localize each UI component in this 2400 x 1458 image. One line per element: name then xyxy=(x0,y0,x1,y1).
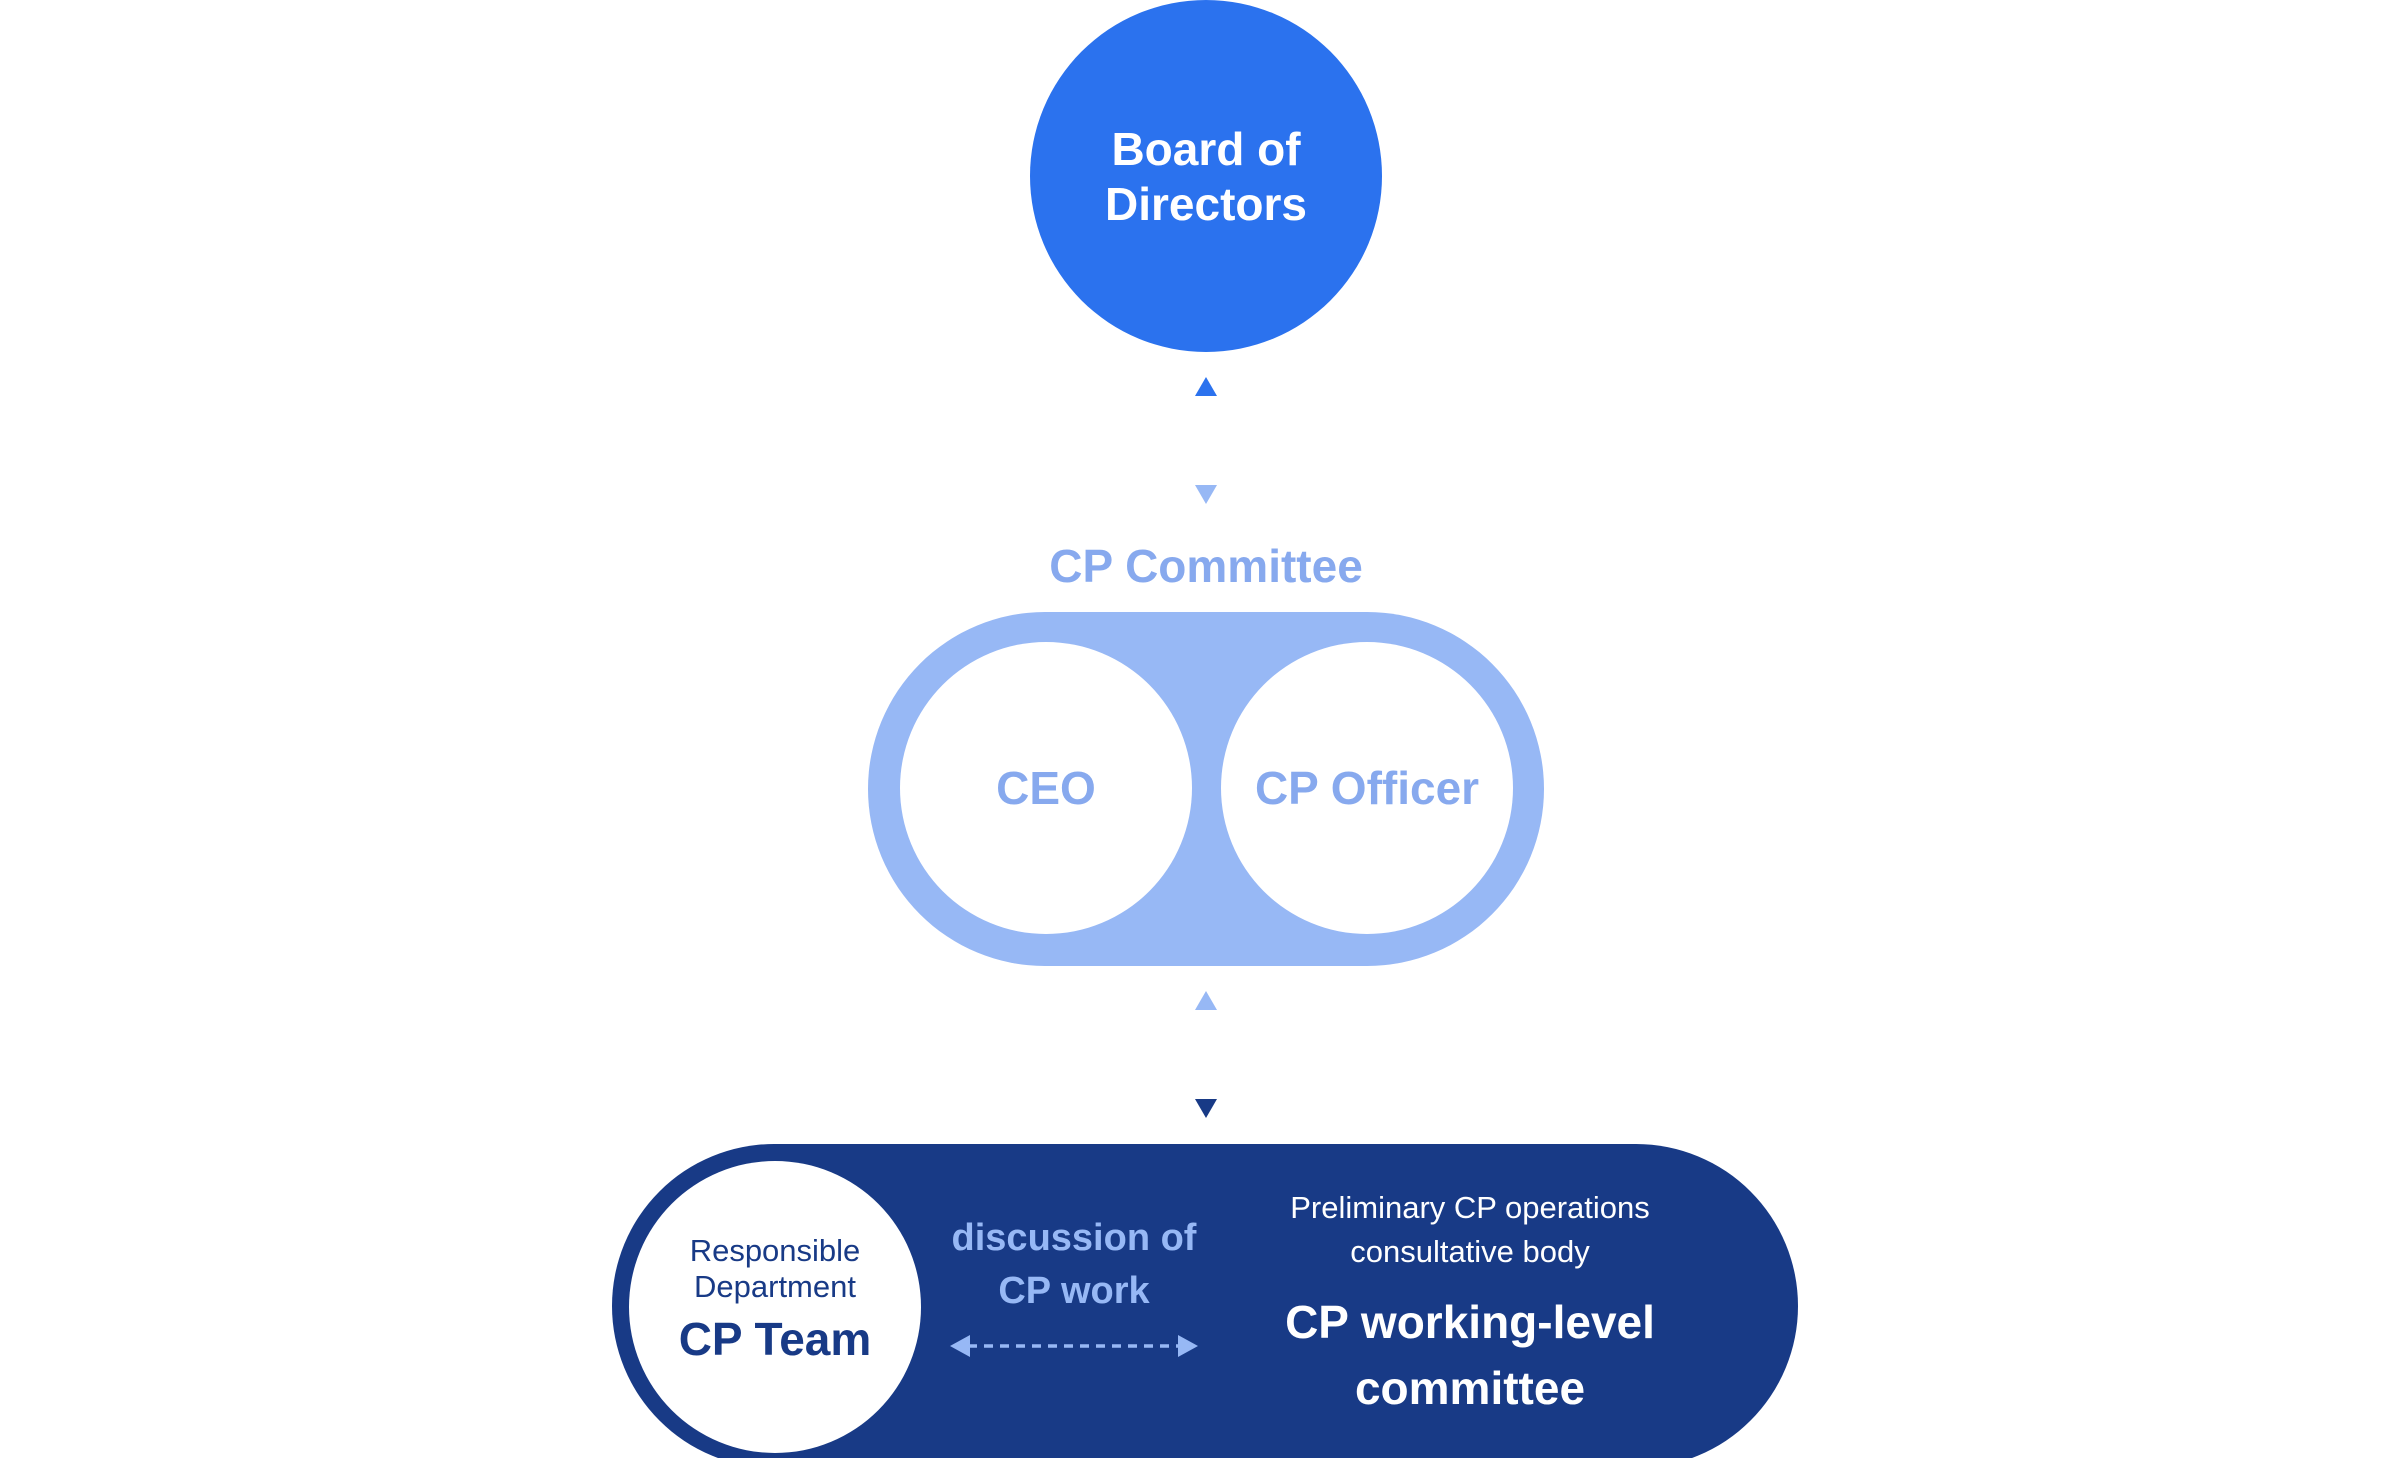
prelim-line2: consultative body xyxy=(1350,1234,1590,1269)
discussion-connector xyxy=(950,1335,1198,1357)
cp-team-label: CP Team xyxy=(679,1313,872,1365)
ceo-label: CEO xyxy=(996,762,1096,814)
working-level-capsule xyxy=(612,1144,1798,1458)
prelim-line1: Preliminary CP operations xyxy=(1290,1190,1650,1225)
board-label-line1: Board of xyxy=(1111,123,1301,175)
working-committee-line1: CP working-level xyxy=(1285,1296,1655,1348)
dept-label-line2: Department xyxy=(694,1269,856,1304)
cp-committee-group: CP Committee CEO CP Officer xyxy=(868,540,1544,966)
arrow-left-icon xyxy=(950,1335,970,1357)
working-level-group: Responsible Department CP Team discussio… xyxy=(612,1144,1798,1458)
discussion-line1: discussion of xyxy=(952,1217,1197,1259)
ceo-circle xyxy=(900,642,1192,934)
board-circle xyxy=(1030,0,1382,352)
dept-label-line1: Responsible xyxy=(690,1233,861,1268)
cp-officer-label: CP Officer xyxy=(1255,762,1479,814)
board-label-line2: Directors xyxy=(1105,178,1307,230)
discussion-line2: CP work xyxy=(998,1270,1150,1312)
working-committee-line2: committee xyxy=(1355,1362,1585,1414)
arrow-right-icon xyxy=(1178,1335,1198,1357)
arrow-up-icon xyxy=(1195,377,1217,396)
arrow-up-icon xyxy=(1195,991,1217,1010)
cp-officer-circle xyxy=(1221,642,1513,934)
cp-team-circle xyxy=(629,1161,921,1453)
committee-title: CP Committee xyxy=(1049,540,1363,592)
board-committee-connector xyxy=(1195,377,1217,504)
arrow-down-icon xyxy=(1195,1099,1217,1118)
board-of-directors-node: Board of Directors xyxy=(1030,0,1382,352)
committee-working-connector xyxy=(1195,991,1217,1118)
arrow-down-icon xyxy=(1195,485,1217,504)
